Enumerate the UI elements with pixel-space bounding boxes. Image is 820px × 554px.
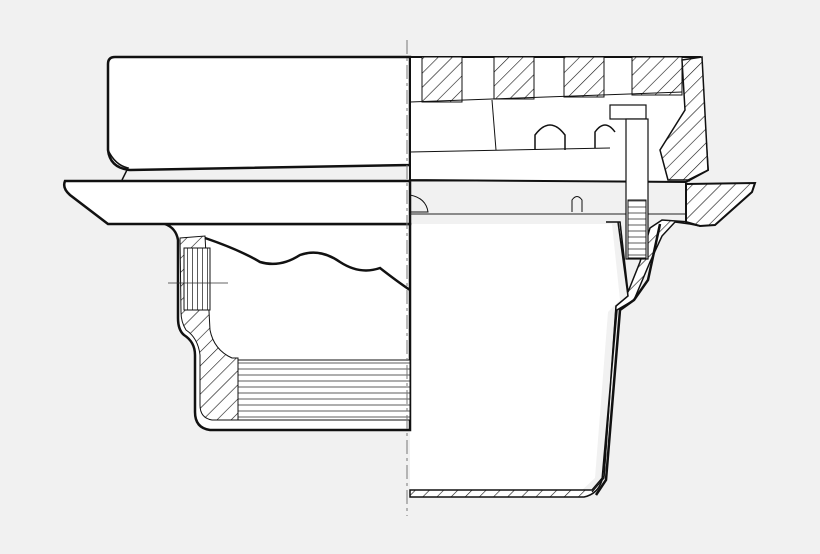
right-flange-hatch [685, 181, 757, 228]
grate-bar-3 [563, 56, 605, 98]
right-body-interior [410, 224, 620, 490]
right-body [409, 219, 701, 498]
break-line [204, 236, 411, 292]
grate-bar-4 [631, 56, 683, 96]
grate-bar-1 [421, 56, 463, 103]
left-thread-vertical [183, 247, 211, 311]
grate-rim-hatch [659, 56, 709, 181]
left-body [164, 222, 412, 432]
left-thread-horizontal [237, 359, 411, 421]
flange [62, 179, 757, 228]
bolt [609, 104, 649, 260]
grate-bar-2 [493, 56, 535, 100]
